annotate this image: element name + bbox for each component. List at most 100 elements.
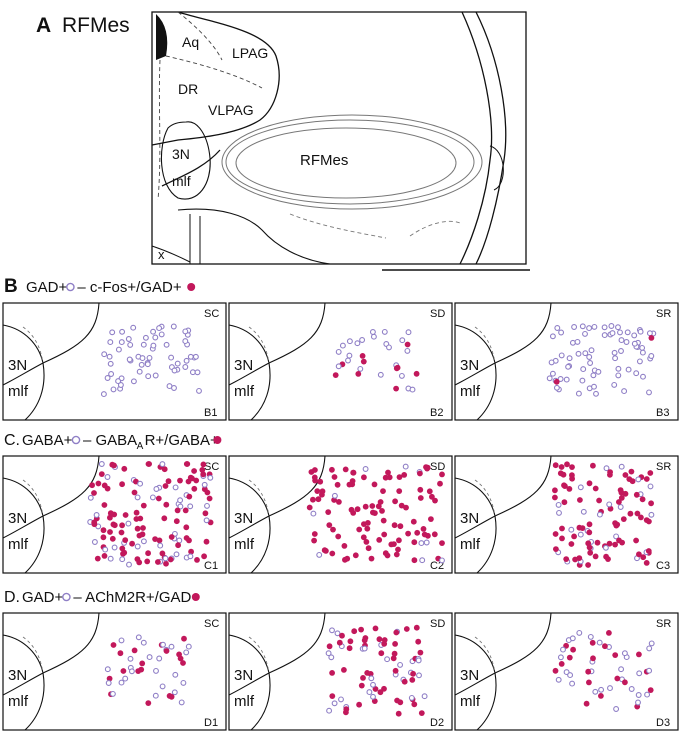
double-labeled-cell-C3 (612, 541, 618, 548)
mlf-boundary (161, 149, 221, 187)
gad-cell-open-C1 (140, 538, 147, 545)
panel-3n-label-B3: 3N (460, 357, 479, 374)
gad-cell-open-D1 (156, 655, 163, 662)
double-labeled-cell-C1 (121, 465, 128, 472)
double-labeled-cell-D2 (381, 640, 388, 647)
gad-cell-open-B3 (631, 332, 638, 339)
double-labeled-cell-C3 (640, 554, 647, 561)
gad-cell-open-B1 (187, 353, 194, 360)
double-labeled-cell-D2 (361, 637, 368, 644)
double-labeled-cell-D3 (602, 643, 608, 650)
double-labeled-cell-C1 (167, 556, 174, 563)
panel-mlf-curve-C3 (454, 477, 497, 574)
panel-mlf-label-B1: mlf (8, 383, 29, 400)
double-labeled-cell-C1 (140, 525, 146, 531)
panel-tag-C2: SD (430, 461, 445, 473)
gad-cell-open-C1 (102, 546, 109, 553)
double-labeled-cell-C2 (360, 534, 367, 541)
gad-cell-open-B1 (152, 372, 159, 379)
gad-cell-open-D2 (384, 656, 391, 663)
double-labeled-cell-C2 (308, 469, 315, 475)
gad-cell-open-B1 (115, 346, 122, 353)
double-labeled-cell-C2 (329, 550, 336, 557)
double-labeled-cell-C1 (101, 502, 108, 508)
double-labeled-cell-C2 (306, 504, 313, 511)
gad-cell-open-B3 (558, 329, 565, 336)
double-labeled-cell-C1 (134, 556, 141, 562)
gad-cell-open-B2 (346, 352, 353, 359)
gad-cell-open-B2 (357, 365, 364, 372)
gad-cell-open-B3 (574, 338, 581, 345)
double-labeled-cell-C1 (188, 548, 195, 555)
gad-cell-open-B1 (104, 375, 111, 381)
gad-cell-open-B3 (571, 324, 578, 330)
gad-cell-open-D3 (646, 645, 653, 652)
gad-cell-open-D2 (366, 689, 373, 696)
double-labeled-cell-C2 (364, 525, 371, 532)
panel-mlf-label-D3: mlf (460, 693, 481, 710)
double-labeled-cell-D1 (120, 668, 127, 674)
gad-cell-open-D2 (415, 657, 422, 664)
gad-cell-open-D1 (152, 692, 159, 699)
gad-cell-open-D3 (567, 672, 574, 679)
gad-cell-open-C1 (177, 503, 184, 510)
double-labeled-cell-C2 (410, 518, 417, 525)
gad-cell-open-B1 (183, 357, 190, 364)
gad-cell-open-B3 (565, 363, 572, 370)
gad-cell-open-B1 (136, 368, 143, 375)
double-labeled-cell-C3 (559, 535, 565, 542)
double-labeled-cell-C1 (202, 510, 209, 517)
double-labeled-cell-C1 (111, 462, 117, 469)
gad-cell-open-B3 (558, 352, 565, 359)
rfmes-contour-mid (225, 119, 475, 205)
gad-cell-open-B3 (546, 375, 553, 382)
gad-cell-open-C3 (613, 533, 620, 540)
double-labeled-cell-D3 (570, 646, 576, 653)
gad-cell-open-C3 (635, 476, 642, 483)
double-labeled-cell-C3 (606, 540, 613, 547)
double-labeled-cell-C2 (431, 531, 438, 538)
double-labeled-cell-C2 (371, 481, 378, 488)
double-labeled-cell-C1 (187, 474, 194, 481)
gad-cell-open-D2 (325, 650, 332, 657)
gad-cell-open-C1 (91, 539, 98, 545)
panel-mlf-curve-D3 (454, 634, 497, 731)
panel-3n-label-C1: 3N (8, 510, 27, 527)
panel-frame-C2 (228, 455, 453, 574)
double-labeled-cell-C3 (643, 476, 650, 482)
double-labeled-cell-C2 (417, 470, 423, 477)
gad-cell-open-B3 (648, 353, 655, 359)
gad-cell-open-C3 (555, 501, 562, 508)
gad-cell-open-D2 (361, 645, 368, 652)
gad-cell-open-B1 (110, 386, 117, 393)
double-labeled-cell-D2 (358, 682, 365, 689)
double-labeled-cell-C1 (101, 553, 108, 559)
double-labeled-cell-C2 (405, 530, 411, 537)
gad-cell-open-C1 (172, 484, 179, 491)
gad-cell-open-C1 (173, 551, 180, 558)
gad-cell-open-B3 (548, 359, 555, 366)
double-labeled-cell-D2 (372, 625, 379, 632)
double-labeled-cell-C2 (362, 503, 369, 510)
double-labeled-cell-C3 (629, 478, 636, 485)
gad-cell-open-B3 (580, 366, 587, 373)
panel-frame-D1 (2, 612, 227, 731)
double-labeled-cell-C1 (139, 531, 146, 538)
double-labeled-cell-D2 (392, 641, 398, 647)
gad-cell-open-D2 (368, 675, 375, 682)
section-letter-D: D. (4, 589, 20, 606)
double-labeled-cell-C2 (386, 474, 393, 481)
panel-frame-B3 (454, 302, 679, 421)
gad-cell-open-C1 (162, 555, 169, 562)
double-labeled-cell-D3 (614, 675, 621, 682)
double-labeled-cell-C3 (576, 524, 583, 531)
gad-cell-open-D1 (171, 689, 178, 696)
double-labeled-cell-C3 (566, 486, 573, 492)
double-labeled-cell-C1 (111, 522, 118, 529)
double-labeled-cell-C3 (647, 470, 654, 476)
double-labeled-cell-D2 (364, 670, 371, 676)
gad-cell-open-B2 (404, 347, 411, 354)
gad-cell-open-D1 (153, 667, 159, 674)
double-labeled-cell-D2 (378, 650, 385, 657)
section-letter-B: B (4, 276, 18, 297)
